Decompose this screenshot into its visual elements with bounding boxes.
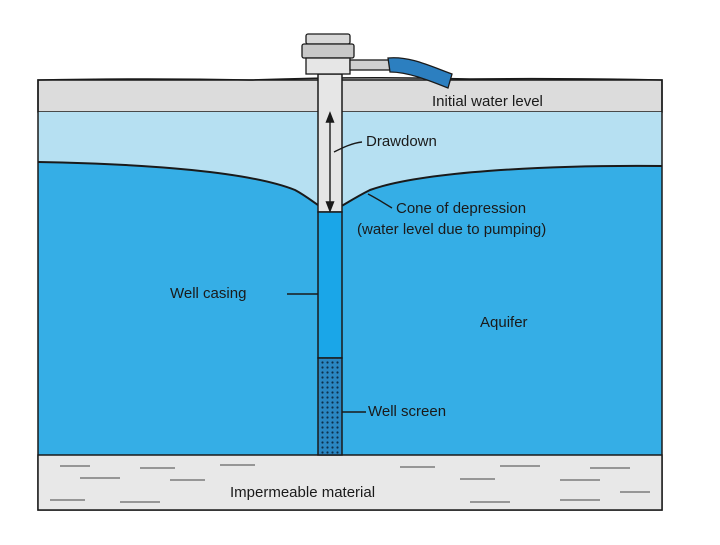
well-casing-lower [317,211,343,359]
drawdown-leader [333,141,363,153]
impermeable-layer [37,454,663,511]
well-screen-label: Well screen [368,403,446,420]
drawdown-arrow [325,111,335,213]
initial-water-level-label: Initial water level [432,93,543,110]
aquifer-zone [38,162,662,455]
aquifer-label: Aquifer [480,314,528,331]
pump-head-icon [301,33,391,75]
drawdown-label: Drawdown [366,133,437,150]
leader-lines [287,141,393,413]
discharge-hose-icon [387,57,453,89]
ground-surface [37,76,663,113]
impermeable-material-label: Impermeable material [230,484,375,501]
well-screen [317,357,343,456]
cone-leader [367,193,393,209]
impermeable-dashes [50,464,650,503]
well-casing-label: Well casing [170,285,246,302]
cone-of-depression-label: Cone of depression [396,200,526,217]
cone-of-depression-sublabel: (water level due to pumping) [357,221,546,238]
